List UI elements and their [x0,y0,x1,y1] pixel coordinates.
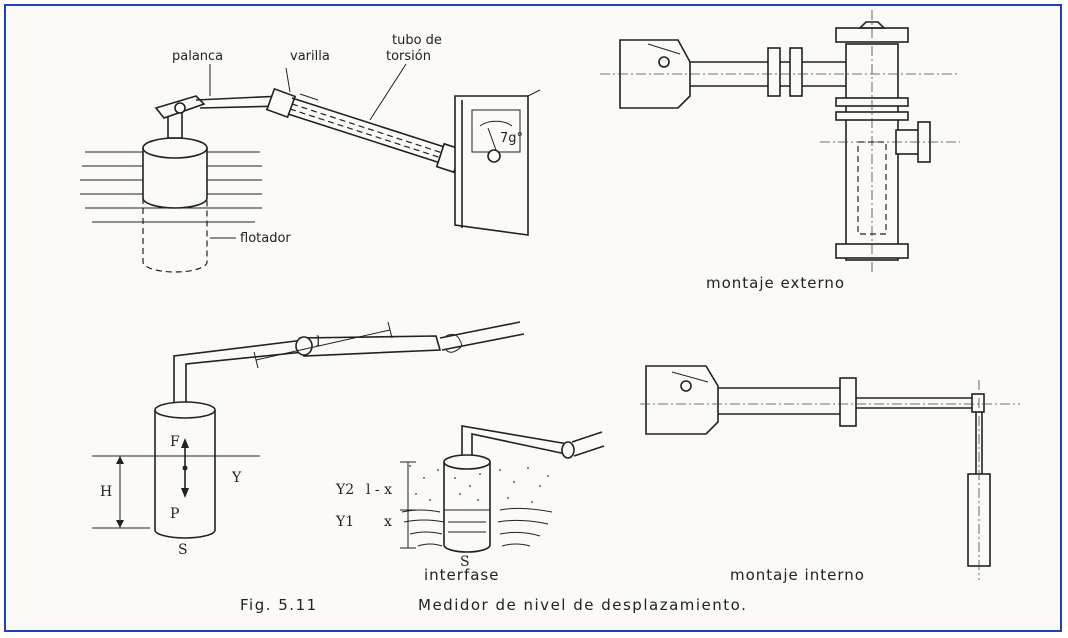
interface-diagram: Υ2 l - x Υ1 x S interfase [335,425,605,584]
label-gamma1: Υ1 [335,514,354,530]
external-mounting-diagram: montaje externo [600,10,960,292]
label-montaje-interno: montaje interno [730,566,865,584]
figure-caption: Fig. 5.11 Medidor de nivel de desplazami… [240,596,747,614]
label-section-S-left: S [178,542,188,558]
caption-text: Medidor de nivel de desplazamiento. [418,596,747,614]
label-height-H: H [100,484,112,500]
cylinder-interior-upper [454,473,481,501]
float-cylinder [142,137,208,273]
internal-mounting-diagram: montaje interno [640,365,1020,584]
force-diagram: l F P H Υ S [92,321,525,558]
mounting-wall [454,89,541,236]
label-gamma: Υ [231,470,242,486]
lever-arm [154,95,283,139]
label-varilla: varilla [290,49,330,64]
label-force-F: F [170,434,180,450]
caption-fig-number: Fig. 5.11 [240,596,318,614]
label-tubo-de: tubo de [392,33,442,48]
label-flotador: flotador [240,231,291,246]
transmitter-head-internal [645,365,719,435]
label-torsion: torsión [386,49,431,64]
label-x: x [384,514,392,530]
leader-lines [209,63,407,239]
label-angle: 7g° [500,131,523,146]
lower-fluid [401,507,553,547]
torsion-tube [265,87,463,174]
label-interfase: interfase [424,566,499,584]
label-length-l: l [316,334,321,350]
label-section-S-mid: S [460,554,470,570]
label-weight-P: P [170,506,179,522]
torsion-tube-diagram: palanca varilla tubo de torsión 7g° flot… [80,33,541,273]
external-chamber [845,43,899,261]
label-palanca: palanca [172,49,223,64]
label-montaje-externo: montaje externo [706,274,845,292]
label-gamma2: Υ2 [335,482,354,498]
label-l-minus-x: l - x [366,482,392,498]
